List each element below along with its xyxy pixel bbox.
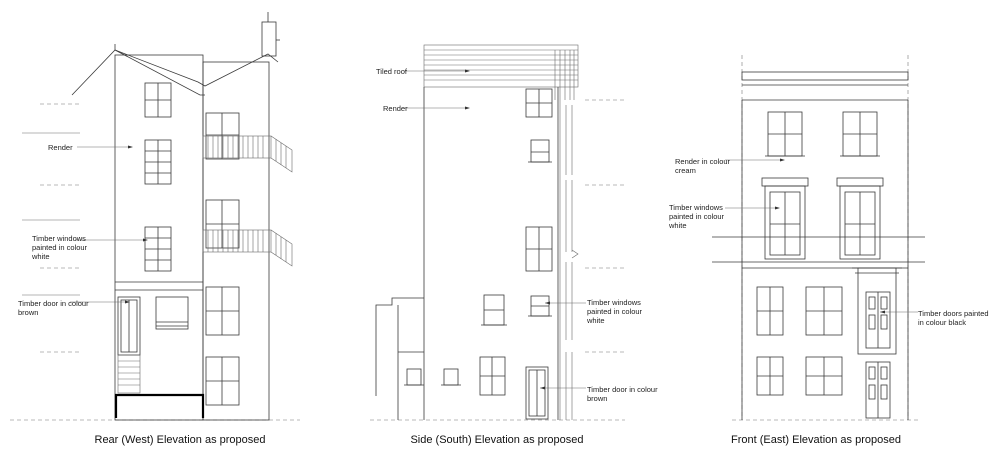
front-window-ground-1	[756, 286, 784, 336]
rear-window-top	[144, 82, 172, 118]
front-window-lower-1	[756, 356, 784, 396]
side-window-8	[404, 368, 424, 386]
side-door-note-2: brown	[587, 394, 607, 403]
front-elevation: Render in colour cream Timber windows pa…	[668, 55, 989, 446]
front-window-first-left	[761, 177, 809, 260]
rear-balcony-lower	[202, 229, 293, 267]
rear-door-note-1: Timber door in colour	[18, 299, 89, 308]
rear-right-window-3	[205, 286, 240, 336]
side-windows-note-3: white	[586, 316, 605, 325]
rear-right-window-4	[205, 356, 240, 406]
front-windows-note-2: painted in colour	[669, 212, 725, 221]
front-window-first-right	[836, 177, 884, 260]
front-door-upper	[865, 291, 891, 349]
side-window-2	[528, 139, 552, 163]
rear-door-note-2: brown	[18, 308, 38, 317]
side-windows-note-2: painted in colour	[587, 307, 643, 316]
rear-right-window-2	[205, 199, 240, 249]
side-door-note-1: Timber door in colour	[587, 385, 658, 394]
front-windows-note-3: white	[668, 221, 687, 230]
side-window-6	[479, 356, 506, 396]
side-window-5	[528, 295, 552, 317]
rear-windows-note-3: white	[31, 252, 50, 261]
front-window-lower-2	[805, 356, 843, 396]
side-level-lines	[370, 99, 625, 421]
side-render-note: Render	[383, 104, 408, 113]
front-window-ground-2	[805, 286, 843, 336]
rear-elevation: Render Timber windows painted in colour …	[10, 12, 300, 446]
rear-balcony-upper	[202, 135, 293, 173]
front-window-top-right	[840, 111, 880, 157]
front-door-lower	[865, 361, 891, 419]
rear-window-3	[144, 226, 172, 272]
rear-windows-note-2: painted in colour	[32, 243, 88, 252]
side-elevation: Tiled roof Render Timber windows painted…	[370, 44, 658, 446]
side-window-7	[441, 368, 461, 386]
side-elevation-caption: Side (South) Elevation as proposed	[410, 434, 583, 446]
rear-window-2	[144, 139, 172, 185]
side-roof-note: Tiled roof	[376, 67, 408, 76]
front-doors-note-1: Timber doors painted	[918, 309, 989, 318]
rear-steps	[117, 354, 141, 394]
side-door	[525, 366, 549, 420]
side-window-3	[525, 226, 553, 272]
rear-windows-note-1: Timber windows	[32, 234, 86, 243]
rear-render-note: Render	[48, 143, 73, 152]
front-elevation-caption: Front (East) Elevation as proposed	[731, 434, 901, 446]
rear-elevation-caption: Rear (West) Elevation as proposed	[95, 434, 266, 446]
front-windows-note-1: Timber windows	[669, 203, 723, 212]
front-render-note-1: Render in colour	[675, 157, 731, 166]
front-render-note-2: cream	[675, 166, 696, 175]
side-window-top	[525, 88, 553, 118]
side-bay-strip	[565, 105, 579, 420]
front-window-top-left	[765, 111, 805, 157]
front-portico	[852, 267, 902, 355]
rear-door	[117, 296, 141, 356]
front-parapet	[741, 71, 909, 101]
side-window-4	[481, 294, 507, 326]
side-tiled-roof	[423, 44, 579, 100]
rear-window-ground	[155, 296, 189, 330]
side-windows-note-1: Timber windows	[587, 298, 641, 307]
front-doors-note-2: in colour black	[918, 318, 966, 327]
